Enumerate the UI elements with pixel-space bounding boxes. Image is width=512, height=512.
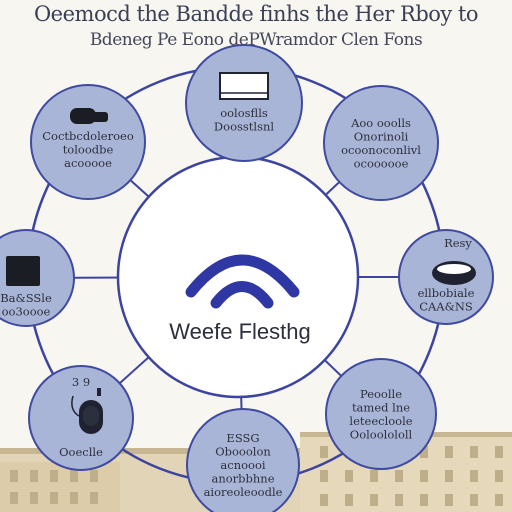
node-label-line: Ooloolololl <box>350 427 413 441</box>
node-label-line: Coctbcdoleroeo <box>42 129 134 143</box>
node-label-line: Onorinoli <box>354 129 409 143</box>
node-circle <box>325 358 437 470</box>
node-bottom: ESSGObooolonacnoooianorbbhneaioreoleoodl… <box>186 408 300 512</box>
node-label-line: toloodbe <box>63 143 114 157</box>
node-bottom-left: 3 9 Ooeclle <box>28 365 134 471</box>
node-label-line: Resy <box>444 236 472 250</box>
node-label-line: Ooeclle <box>59 445 103 459</box>
monitor-icon <box>219 72 269 100</box>
node-label-line: 3 9 <box>72 375 90 389</box>
node-label-line: Aoo ooolls <box>350 116 411 130</box>
square-icon <box>6 256 40 286</box>
node-label-line: Ba&SSle <box>0 291 52 305</box>
node-circle <box>186 408 300 512</box>
node-circle <box>323 85 439 201</box>
mouse-icon <box>71 388 103 434</box>
node-label-line: ocoonoconlivl <box>341 143 421 157</box>
node-label-line: acnoooi <box>220 458 265 472</box>
node-circle <box>185 44 303 162</box>
node-label-line: Doosstlsnl <box>214 120 274 134</box>
router-icon <box>70 108 108 124</box>
node-label-line: ESSG <box>226 431 259 445</box>
center-label: Weefe Flesthg <box>169 319 310 344</box>
center-circle <box>116 155 360 399</box>
node-label-line: tamed lne <box>352 400 410 414</box>
node-label-line: anorbbhne <box>211 472 274 486</box>
node-label-line: Obooolon <box>215 445 271 459</box>
page-title: Oeemocd the Bandde finhs the Her Rboy to <box>33 2 479 26</box>
node-label-line: Peoolle <box>360 387 402 401</box>
node-label-line: CAA&NS <box>419 300 473 314</box>
wifi-icon <box>185 254 300 309</box>
center-hub: Weefe Flesthg <box>116 155 360 399</box>
node-label-line: aioreoleoodle <box>204 485 283 499</box>
page-subtitle: Bdeneg Pe Eono dePWramdor Clen Fons <box>89 30 423 50</box>
node-label-line: ocoooooe <box>354 156 409 170</box>
node-circle <box>30 84 146 200</box>
node-label-line: leteecloole <box>349 414 412 428</box>
node-label-line: oo3oooe <box>2 305 51 319</box>
node-label-line: ellbobiale <box>418 286 475 300</box>
node-label-line: oolosflls <box>220 106 268 120</box>
speaker-icon <box>432 261 476 285</box>
node-label-line: acooooe <box>64 156 112 170</box>
